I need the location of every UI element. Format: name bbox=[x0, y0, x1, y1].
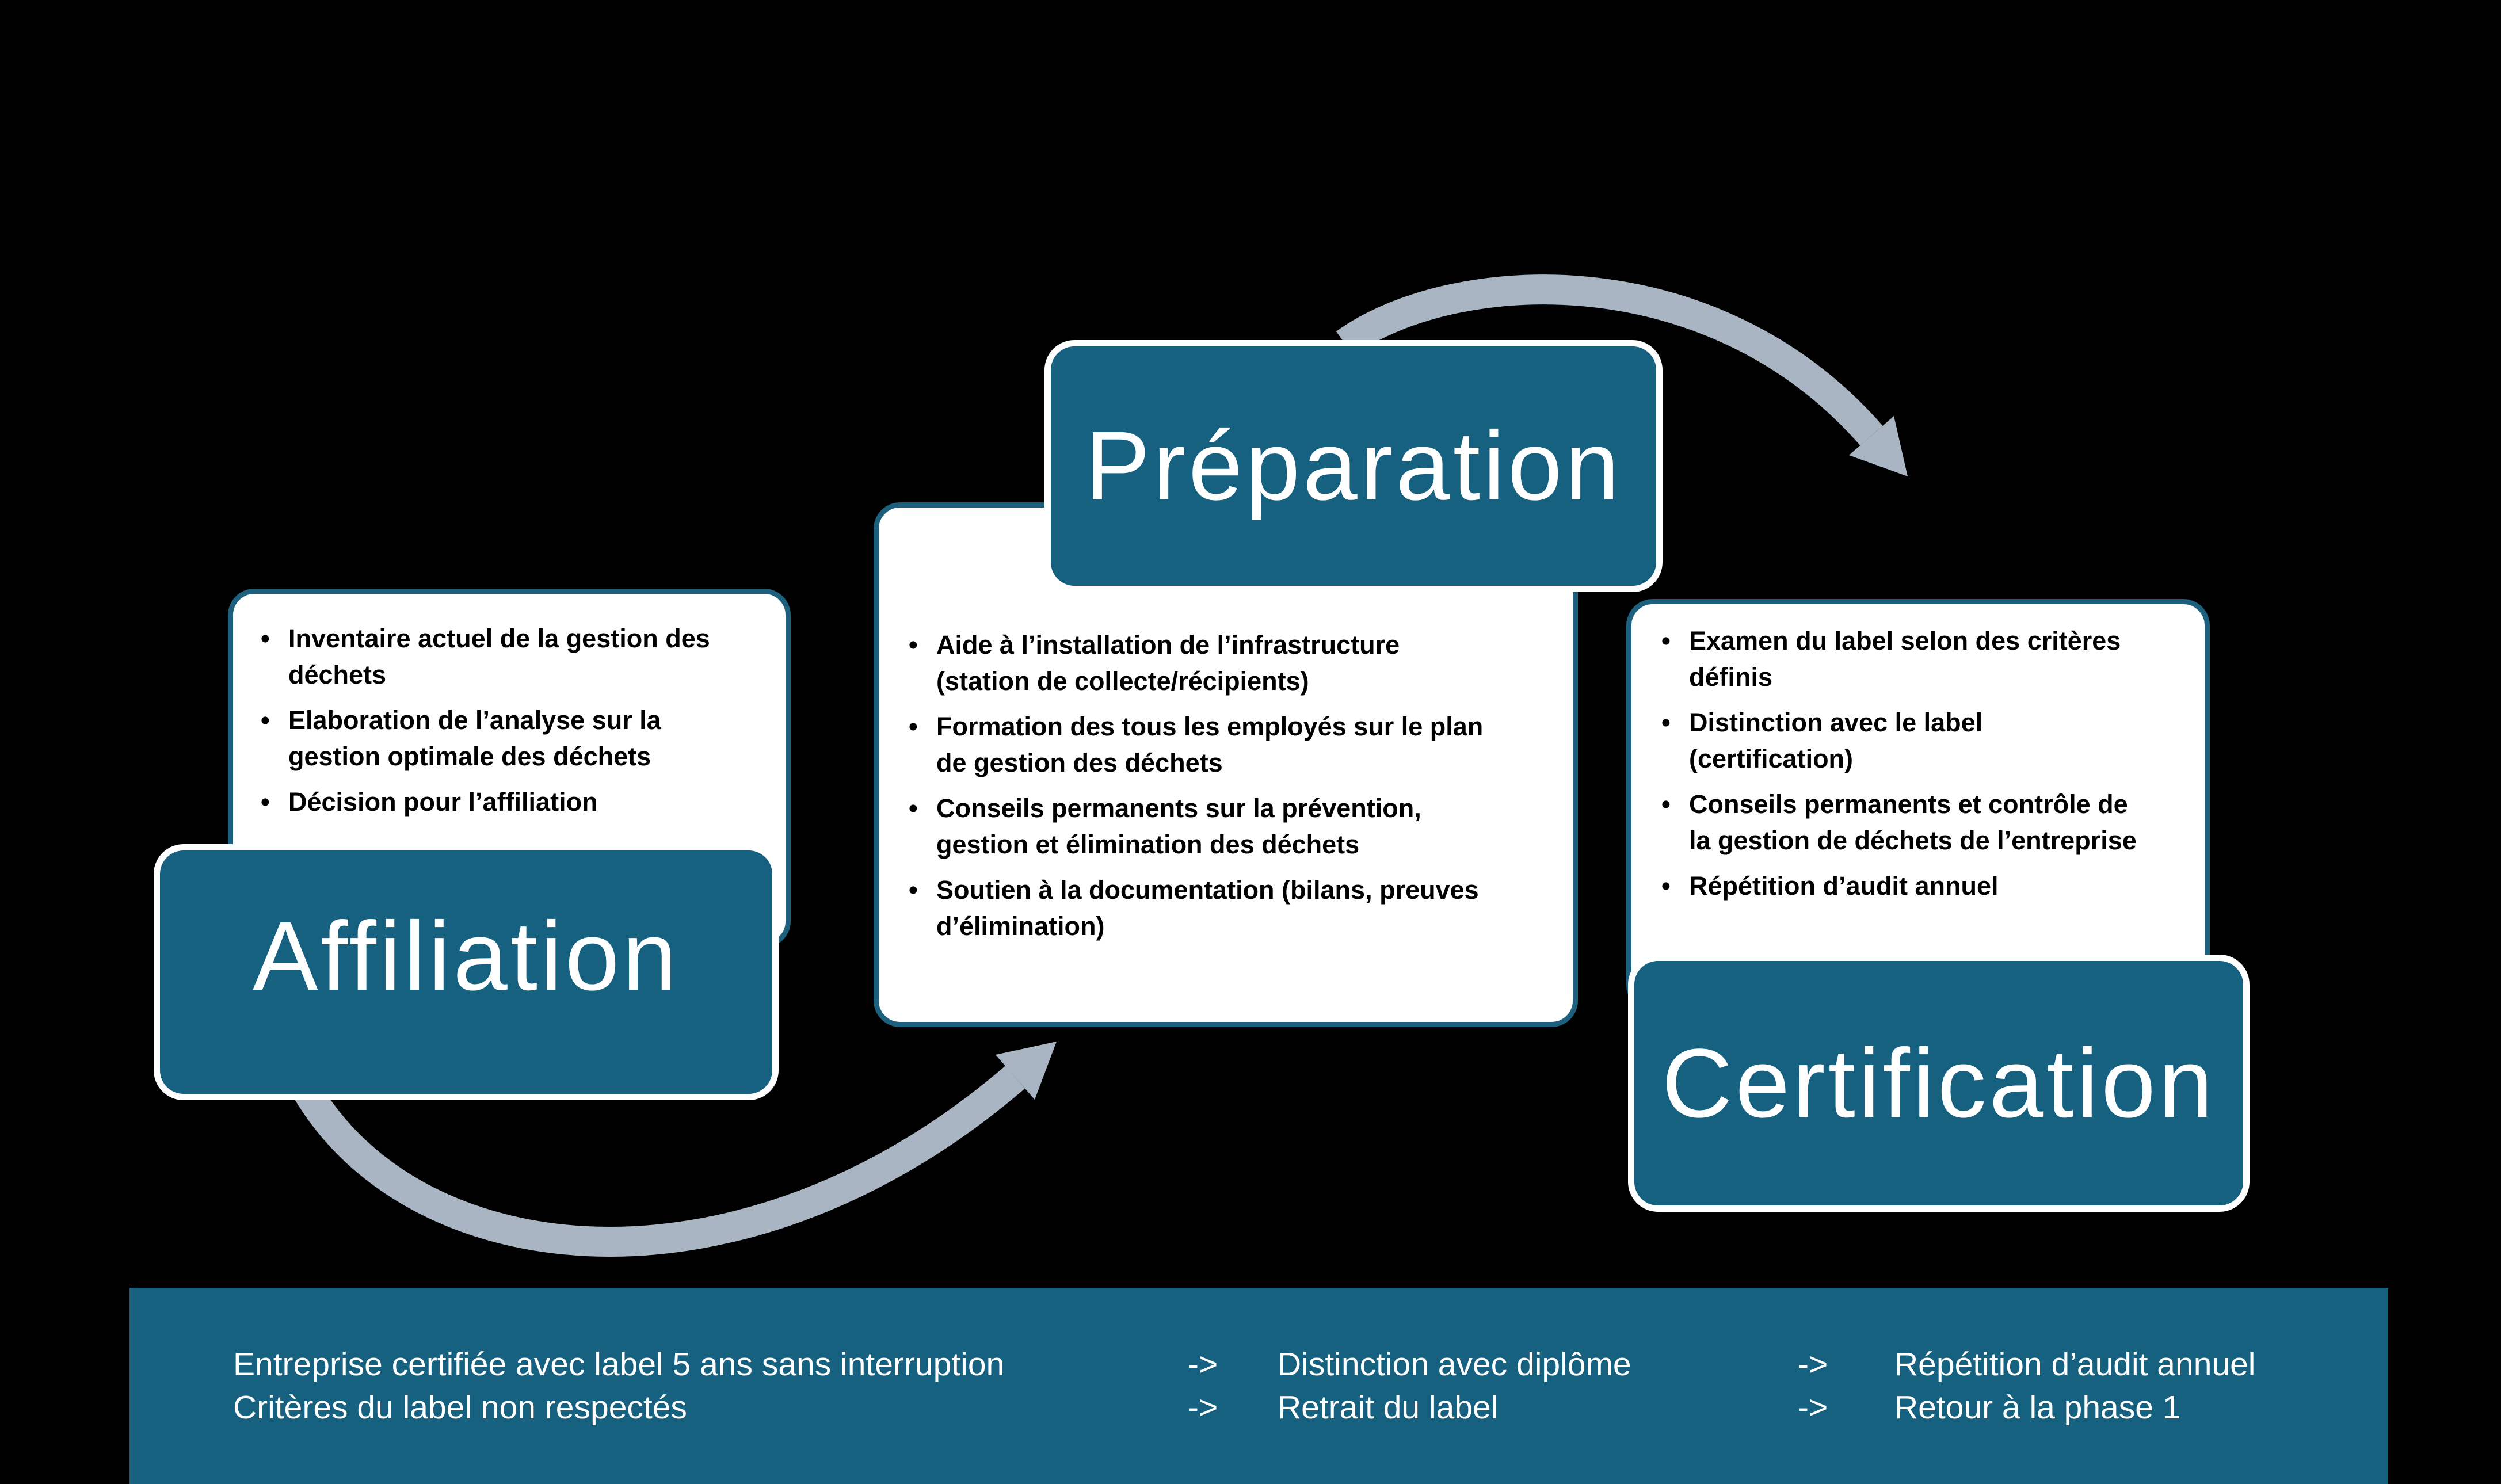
bullet-item: • Aide à l’installation de l’infrastruct… bbox=[904, 627, 1552, 699]
footer-rules-bar: Entreprise certifiée avec label 5 ans sa… bbox=[129, 1288, 2388, 1484]
bullet-item: • Distinction avec le label (certificati… bbox=[1657, 704, 2191, 777]
bullet-text: Répétition d’audit annuel bbox=[1689, 871, 1999, 901]
phase-title: Certification bbox=[1661, 1028, 2216, 1138]
certification-details-card: • Examen du label selon des critères déf… bbox=[1626, 599, 2210, 1012]
bullet-item: • Soutien à la documentation (bilans, pr… bbox=[904, 872, 1552, 944]
rule-arrow: -> bbox=[1798, 1346, 1828, 1383]
preparation-bullet-list: • Aide à l’installation de l’infrastruct… bbox=[904, 627, 1552, 944]
bullet-item: • Inventaire actuel de la gestion des dé… bbox=[256, 620, 777, 693]
footer-rule-row: Entreprise certifiée avec label 5 ans sa… bbox=[233, 1343, 2388, 1386]
bullet-marker: • bbox=[1661, 789, 1671, 819]
rule-arrow: -> bbox=[1798, 1389, 1828, 1426]
bullet-item: • Examen du label selon des critères déf… bbox=[1657, 623, 2191, 695]
footer-rule-row: Critères du label non respectés -> Retra… bbox=[233, 1386, 2388, 1429]
certification-bullet-list: • Examen du label selon des critères déf… bbox=[1657, 623, 2191, 904]
phase-title: Affiliation bbox=[253, 902, 680, 1011]
bullet-item: • Répétition d’audit annuel bbox=[1657, 868, 2191, 904]
bullet-marker: • bbox=[1661, 871, 1671, 901]
rule-condition: Critères du label non respectés bbox=[233, 1389, 687, 1426]
affiliation-details-card: • Inventaire actuel de la gestion des dé… bbox=[228, 589, 791, 948]
curved-arrow-affiliation-to-preparation bbox=[292, 1066, 1025, 1257]
phase-box-affiliation: Affiliation bbox=[154, 844, 779, 1100]
bullet-marker: • bbox=[909, 630, 918, 659]
rule-followup: Retour à la phase 1 bbox=[1894, 1389, 2181, 1426]
rule-condition: Entreprise certifiée avec label 5 ans sa… bbox=[233, 1346, 1005, 1383]
bullet-marker: • bbox=[909, 793, 918, 823]
bullet-marker: • bbox=[909, 875, 918, 905]
affiliation-bullet-list: • Inventaire actuel de la gestion des dé… bbox=[256, 620, 777, 820]
bullet-text: Inventaire actuel de la gestion des déch… bbox=[288, 624, 710, 689]
bullet-text: Aide à l’installation de l’infrastructur… bbox=[936, 630, 1400, 696]
bullet-marker: • bbox=[261, 624, 270, 653]
rule-arrow: -> bbox=[1188, 1346, 1218, 1383]
rule-outcome: Retrait du label bbox=[1278, 1389, 1499, 1426]
bullet-text: Conseils permanents sur la prévention, g… bbox=[936, 793, 1421, 859]
bullet-item: • Formation des tous les employés sur le… bbox=[904, 708, 1552, 781]
phase-title: Préparation bbox=[1085, 411, 1622, 521]
bullet-text: Distinction avec le label (certification… bbox=[1689, 708, 1983, 773]
bullet-text: Décision pour l’affiliation bbox=[288, 787, 598, 817]
rule-outcome: Distinction avec diplôme bbox=[1278, 1346, 1631, 1383]
bullet-text: Elaboration de l’analyse sur la gestion … bbox=[288, 705, 661, 771]
bullet-marker: • bbox=[261, 705, 270, 735]
bullet-marker: • bbox=[1661, 626, 1671, 655]
bullet-text: Examen du label selon des critères défin… bbox=[1689, 626, 2121, 692]
arrowhead-preparation-to-certification bbox=[1849, 416, 1908, 476]
bullet-text: Soutien à la documentation (bilans, preu… bbox=[936, 875, 1479, 941]
bullet-text: Formation des tous les employés sur le p… bbox=[936, 712, 1484, 777]
bullet-item: • Conseils permanents et contrôle de la … bbox=[1657, 786, 2191, 859]
phase-box-preparation: Préparation bbox=[1044, 340, 1663, 592]
bullet-text: Conseils permanents et contrôle de la ge… bbox=[1689, 789, 2137, 855]
bullet-marker: • bbox=[1661, 708, 1671, 737]
bullet-item: • Elaboration de l’analyse sur la gestio… bbox=[256, 702, 777, 775]
bullet-marker: • bbox=[261, 787, 270, 817]
rule-followup: Répétition d’audit annuel bbox=[1894, 1346, 2256, 1383]
phase-box-certification: Certification bbox=[1628, 955, 2250, 1212]
bullet-marker: • bbox=[909, 712, 918, 741]
bullet-item: • Conseils permanents sur la prévention,… bbox=[904, 790, 1552, 863]
rule-arrow: -> bbox=[1188, 1389, 1218, 1426]
bullet-item: • Décision pour l’affiliation bbox=[256, 784, 777, 820]
arrowhead-affiliation-to-preparation bbox=[996, 1042, 1057, 1100]
